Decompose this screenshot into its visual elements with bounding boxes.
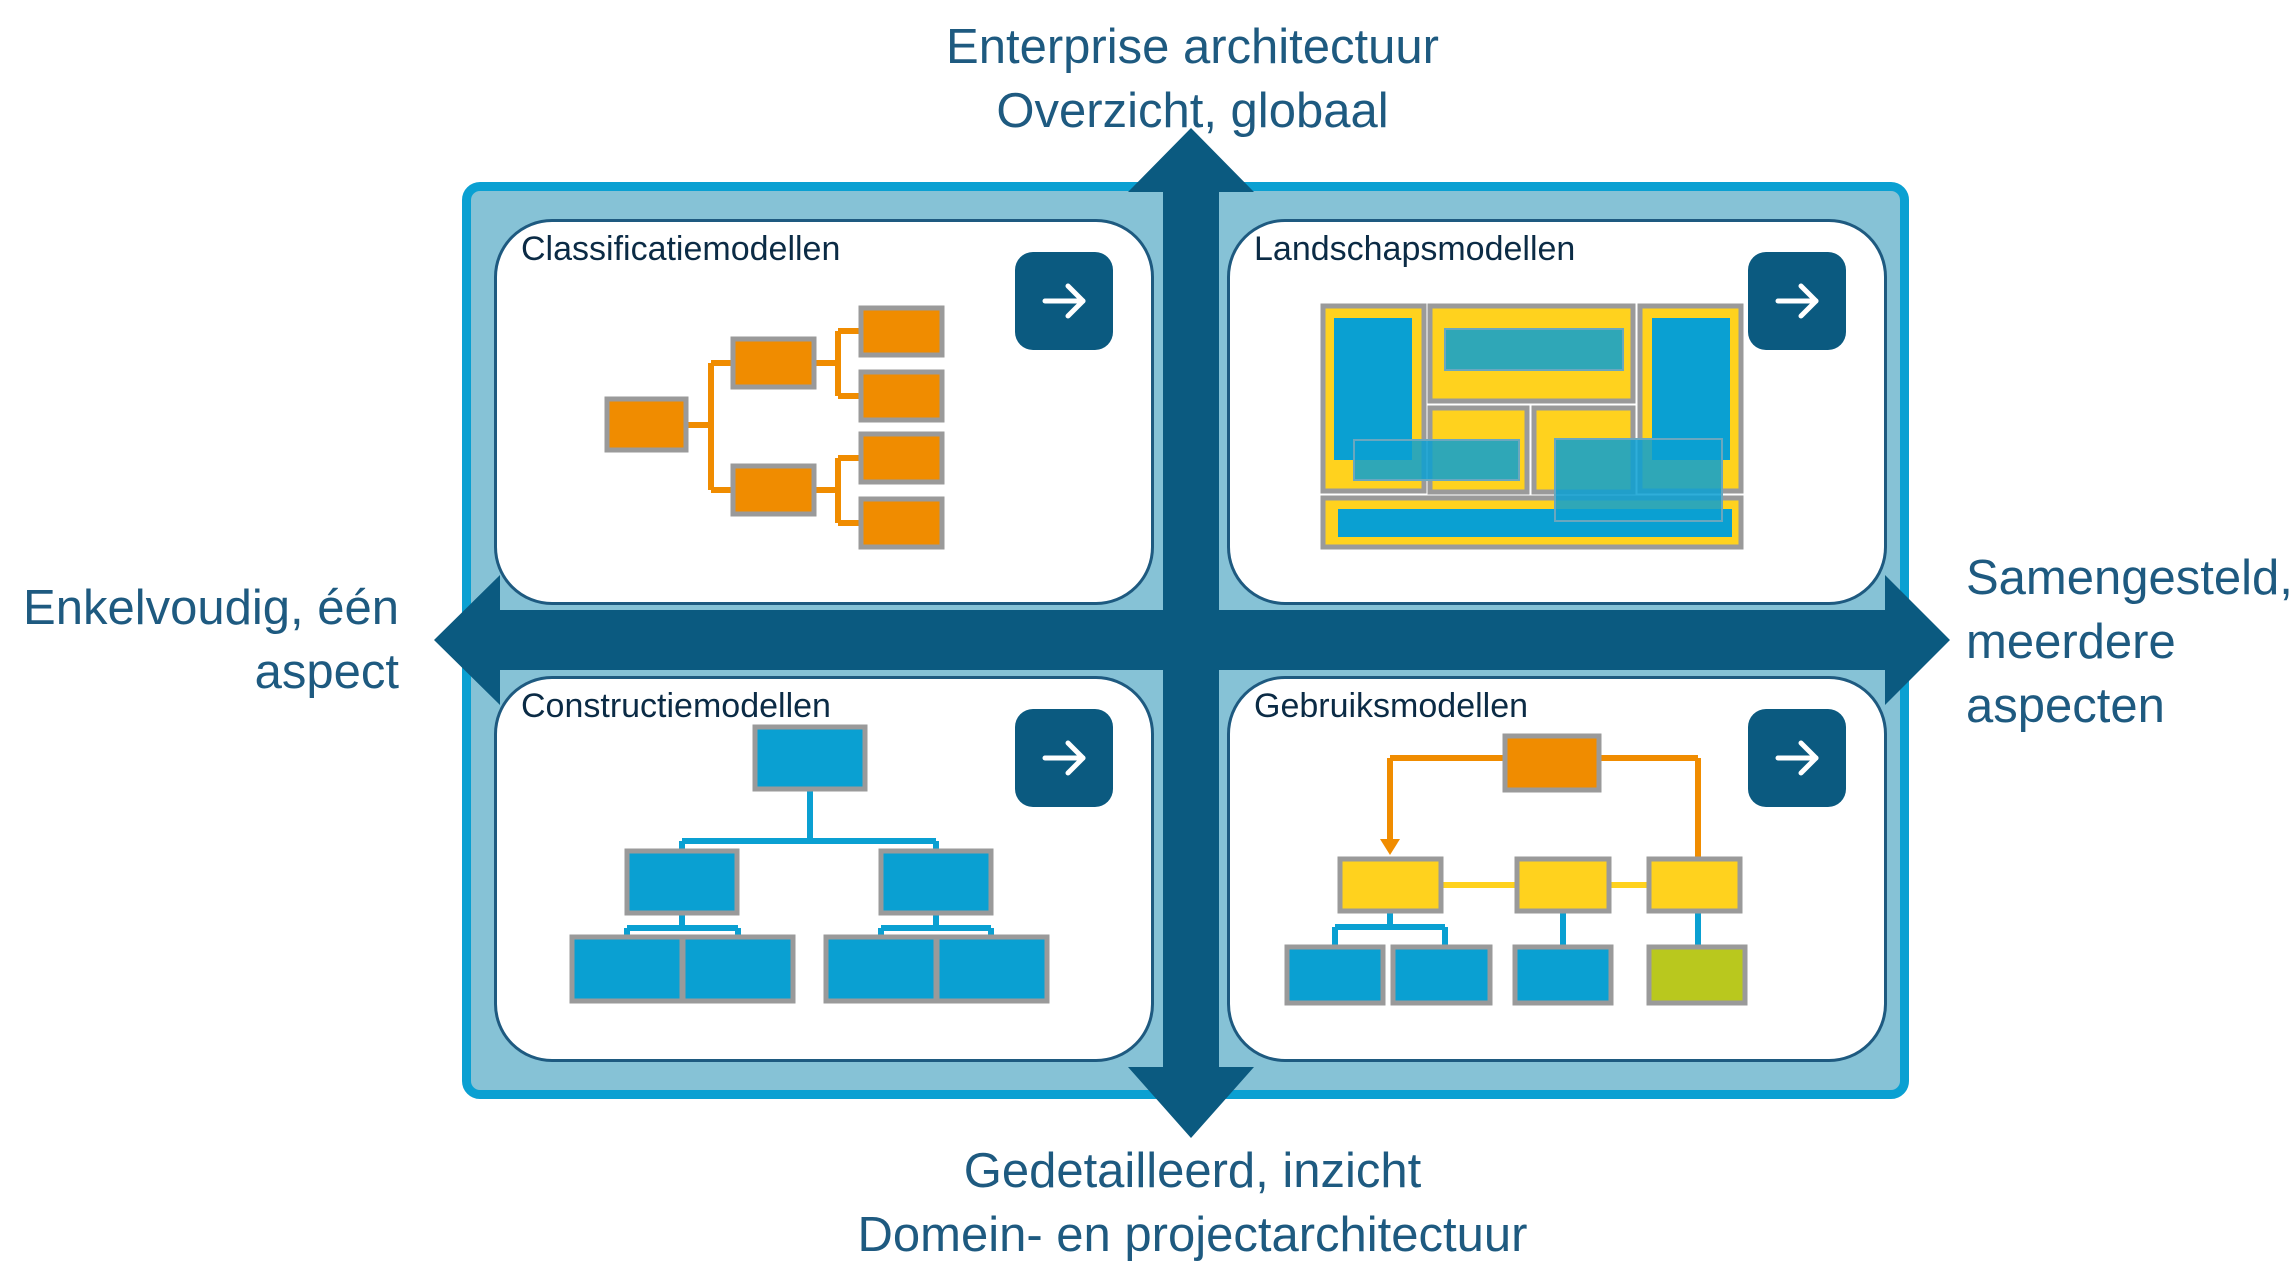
usage-child-connectors — [1332, 911, 1701, 947]
quadrant-landschapsmodellen: Landschapsmodellen — [1227, 219, 1887, 605]
landscape-app-right — [1652, 318, 1730, 460]
usage-flow-diagram — [1284, 733, 1748, 1006]
left-axis-line2: aspect — [254, 645, 399, 699]
right-axis-line3: aspecten — [1966, 679, 2165, 733]
open-classificatiemodellen-button[interactable] — [1015, 252, 1113, 350]
construction-node-leaf-4 — [934, 934, 1050, 1004]
right-axis-label: Samengesteld, meerdere aspecten — [1966, 546, 2293, 738]
open-gebruiksmodellen-button[interactable] — [1748, 709, 1846, 807]
landscape-overlay-bottom — [1554, 438, 1723, 522]
arrow-right-icon — [1042, 740, 1086, 776]
top-axis-line1: Enterprise architectuur — [946, 20, 1439, 74]
left-axis-label: Enkelvoudig, één aspect — [23, 576, 399, 704]
construction-node-leaf-3 — [823, 934, 939, 1004]
open-constructiemodellen-button[interactable] — [1015, 709, 1113, 807]
bottom-axis-line2: Domein- en projectarchitectuur — [857, 1208, 1528, 1262]
classification-tree-connectors — [686, 328, 861, 526]
quadrant-title: Constructiemodellen — [521, 687, 831, 725]
quadrant-title: Classificatiemodellen — [521, 230, 841, 268]
usage-node-source — [1502, 733, 1602, 793]
usage-node-app-3 — [1512, 944, 1614, 1006]
tree-node-root — [604, 396, 689, 453]
arrow-right-icon — [1775, 740, 1819, 776]
quadrant-classificatiemodellen: Classificatiemodellen — [494, 219, 1154, 605]
usage-node-app-4 — [1646, 944, 1748, 1006]
construction-node-level1-a — [624, 848, 740, 916]
tree-node-leaf-3 — [858, 431, 945, 485]
landscape-app-left — [1334, 318, 1412, 460]
right-axis-line2: meerdere — [1966, 615, 2176, 669]
landscape-overlay-top — [1444, 328, 1624, 371]
construction-node-leaf-2 — [680, 934, 796, 1004]
quadrant-title: Gebruiksmodellen — [1254, 687, 1529, 725]
tree-node-leaf-1 — [858, 305, 945, 358]
usage-flow-connectors — [1387, 755, 1701, 859]
quadrant-gebruiksmodellen: Gebruiksmodellen — [1227, 676, 1887, 1062]
top-axis-line2: Overzicht, globaal — [996, 84, 1389, 138]
usage-node-process-1 — [1337, 856, 1444, 914]
construction-hierarchy-diagram — [569, 724, 1050, 1004]
classification-tree-nodes — [604, 305, 945, 550]
landscape-overlay-middle — [1353, 439, 1520, 481]
left-axis-line1: Enkelvoudig, één — [23, 581, 399, 635]
usage-nodes — [1284, 733, 1748, 1006]
usage-node-process-3 — [1646, 856, 1743, 914]
top-axis-label: Enterprise architectuur Overzicht, globa… — [0, 15, 2295, 143]
landscape-overlays — [1353, 328, 1723, 522]
tree-node-level1-b — [730, 463, 817, 517]
usage-node-process-2 — [1514, 856, 1612, 914]
arrow-right-icon — [1775, 283, 1819, 319]
quadrant-title: Landschapsmodellen — [1254, 230, 1576, 268]
construction-nodes — [569, 724, 1050, 1004]
usage-node-app-2 — [1390, 944, 1493, 1006]
landscape-map-diagram — [1320, 303, 1744, 550]
bottom-axis-label: Gedetailleerd, inzicht Domein- en projec… — [0, 1139, 2295, 1267]
tree-node-leaf-2 — [858, 369, 945, 423]
tree-node-leaf-4 — [858, 496, 945, 550]
construction-node-root — [752, 724, 868, 792]
classification-tree-diagram — [604, 305, 945, 550]
construction-node-level1-b — [878, 848, 994, 916]
construction-node-leaf-1 — [569, 934, 685, 1004]
usage-node-app-1 — [1284, 944, 1386, 1006]
arrow-right-icon — [1042, 283, 1086, 319]
tree-node-level1-a — [730, 336, 817, 390]
open-landschapsmodellen-button[interactable] — [1748, 252, 1846, 350]
bottom-axis-line1: Gedetailleerd, inzicht — [963, 1144, 1422, 1198]
right-axis-line1: Samengesteld, — [1966, 551, 2293, 605]
usage-flow-arrowhead — [1380, 839, 1400, 855]
construction-connectors — [624, 789, 994, 937]
quadrant-constructiemodellen: Constructiemodellen — [494, 676, 1154, 1062]
